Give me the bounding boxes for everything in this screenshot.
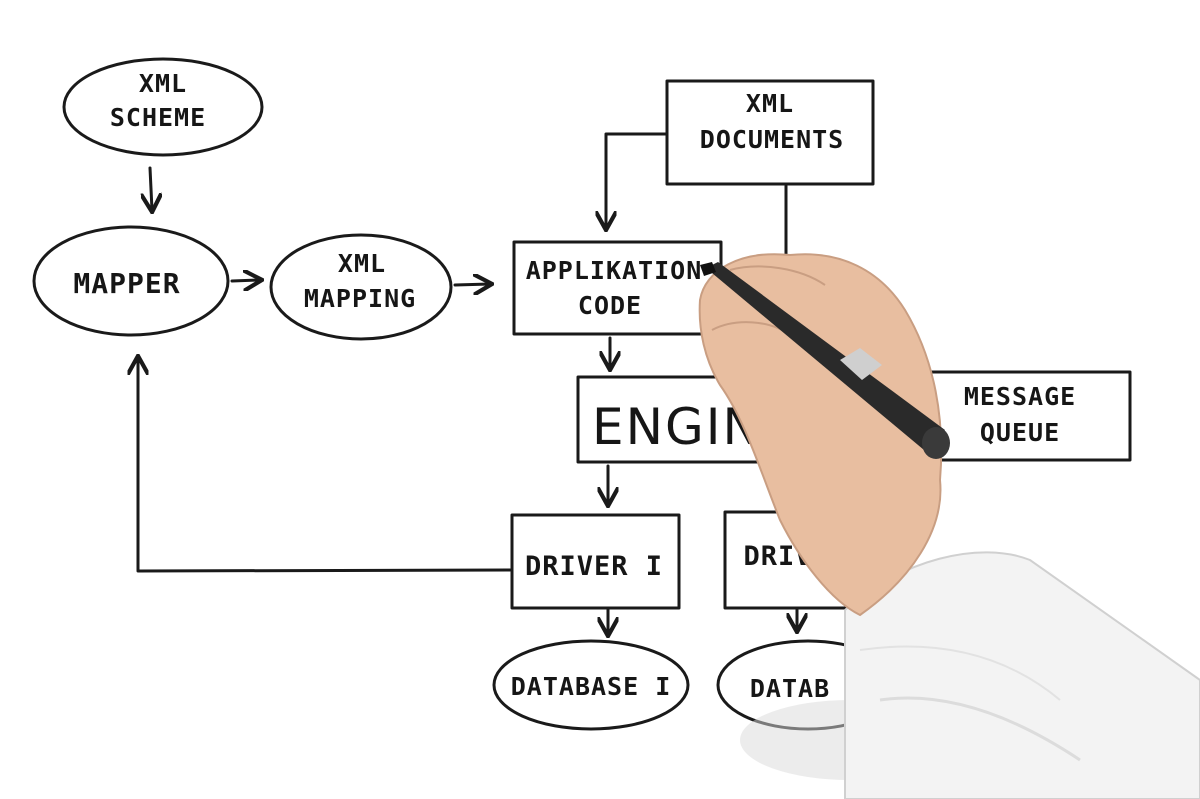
node-database-1: DATABASE I bbox=[492, 639, 690, 731]
node-applikation-code: APPLIKATION CODE bbox=[512, 240, 723, 336]
message-queue-line2: QUEUE bbox=[980, 418, 1060, 447]
driver-1-label: DRIVER I bbox=[525, 551, 663, 582]
message-queue-line1: MESSAGE bbox=[964, 382, 1076, 411]
xml-documents-line2: DOCUMENTS bbox=[700, 125, 844, 154]
database-1-label: DATABASE I bbox=[511, 672, 672, 701]
hand-shape bbox=[698, 253, 943, 617]
xml-mapping-line1: XML bbox=[338, 249, 386, 278]
node-engine: ENGIN bbox=[576, 375, 830, 464]
node-message-queue: MESSAGE QUEUE bbox=[923, 370, 1132, 462]
node-xml-mapping: XML MAPPING bbox=[269, 233, 453, 341]
marker-pen bbox=[700, 262, 950, 459]
node-mapper: MAPPER bbox=[32, 225, 230, 337]
edge-driver-1-to-mapper bbox=[138, 358, 512, 573]
xml-scheme-line2: SCHEME bbox=[110, 103, 206, 132]
mapper-label: MAPPER bbox=[73, 267, 180, 300]
node-xml-documents: XML DOCUMENTS bbox=[665, 79, 875, 186]
node-driver-1: DRIVER I bbox=[510, 513, 681, 610]
edge-documents-to-code bbox=[606, 132, 669, 228]
database-2-label: DATAB bbox=[750, 674, 830, 703]
sleeve-shape bbox=[844, 551, 1200, 799]
xml-documents-line1: XML bbox=[746, 89, 794, 118]
hand-with-marker-illustration bbox=[698, 253, 1200, 799]
edge-xml-mapping-to-code bbox=[453, 284, 490, 285]
applikation-code-line1: APPLIKATION bbox=[526, 256, 703, 285]
edge-mapper-to-xml-mapping bbox=[230, 280, 260, 281]
node-xml-scheme: XML SCHEME bbox=[62, 57, 264, 157]
edge-scheme-to-mapper bbox=[150, 166, 152, 210]
applikation-code-line2: CODE bbox=[578, 291, 642, 320]
xml-scheme-line1: XML bbox=[139, 69, 187, 98]
engine-label: ENGIN bbox=[592, 398, 762, 456]
edges bbox=[138, 132, 797, 634]
xml-mapping-line2: MAPPING bbox=[304, 284, 416, 313]
